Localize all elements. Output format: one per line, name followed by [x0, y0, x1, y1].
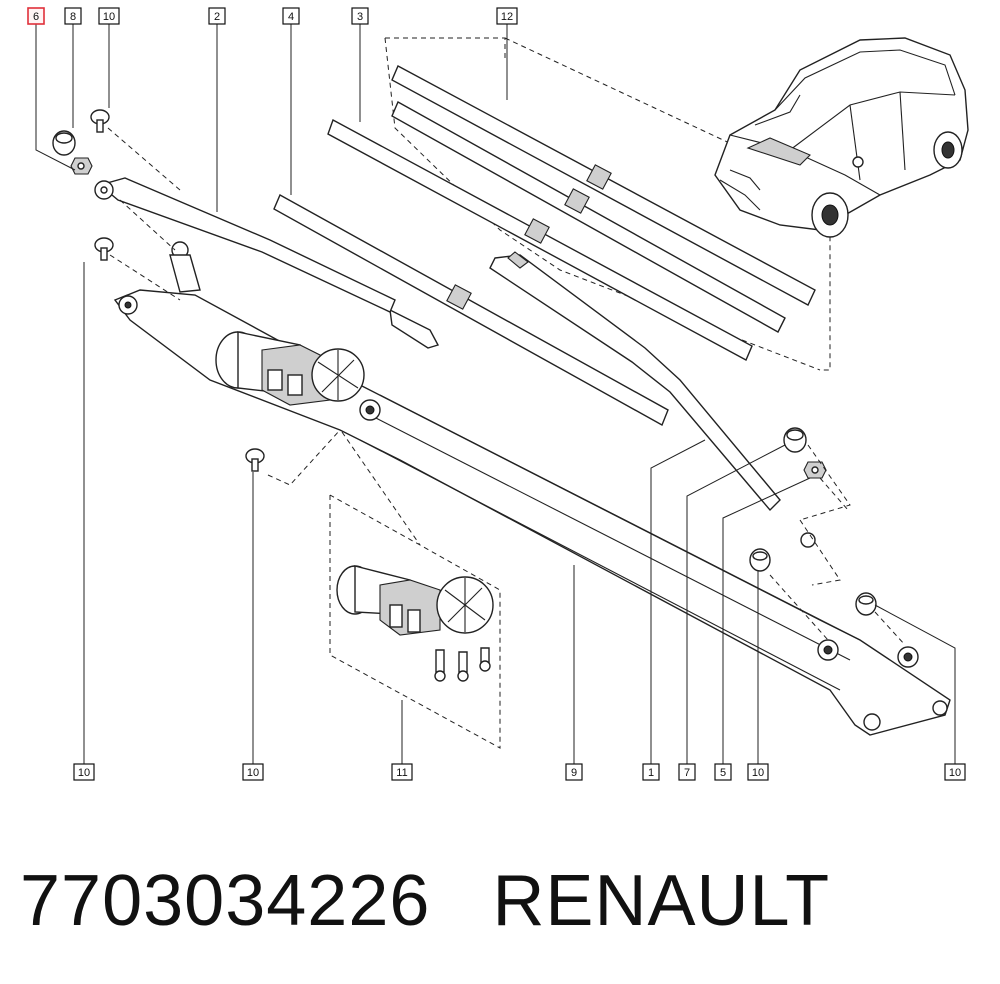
wiper-motor-detail-11: [336, 565, 494, 682]
linkage-frame: [113, 241, 951, 736]
wiper-arm-2: [94, 177, 396, 313]
callout-10-bottom-mid-label: 10: [247, 767, 259, 779]
callout-7: 7: [678, 763, 696, 781]
part-caption: 7703034226 RENAULT: [20, 856, 830, 946]
callout-12: 12: [496, 7, 518, 25]
callout-10-bottom-right: 10: [747, 763, 769, 781]
wiper-blade-4: [273, 194, 669, 426]
callout-5-label: 5: [720, 767, 726, 779]
cap-10-right: [749, 548, 771, 572]
wiper-motor-main: [215, 331, 365, 406]
callout-2: 2: [208, 7, 226, 25]
callout-10-top: 10: [98, 7, 120, 25]
wiper-blade-long-12b: [391, 101, 786, 333]
callout-10-bottom-mid: 10: [242, 763, 264, 781]
callout-7-label: 7: [684, 767, 690, 779]
callout-leaders: [35, 24, 956, 764]
callout-6: 6: [27, 7, 45, 25]
motor-group-outline: [329, 494, 501, 749]
blade-group-outline: [384, 37, 831, 371]
callout-9: 9: [565, 763, 583, 781]
nut-6: [70, 157, 93, 175]
assembly-paths: [107, 127, 906, 646]
callout-2-label: 2: [214, 11, 220, 23]
part-number: 7703034226: [20, 861, 431, 941]
callout-10-bottom-right-label: 10: [752, 767, 764, 779]
nut-cap-8: [52, 130, 76, 156]
callout-11-label: 11: [396, 767, 407, 779]
callout-5: 5: [714, 763, 732, 781]
callout-3: 3: [351, 7, 369, 25]
callout-3-label: 3: [357, 11, 363, 23]
wiper-blade-3: [327, 118, 753, 361]
callout-10-bottom-far-right: 10: [944, 763, 966, 781]
cap-7: [783, 427, 807, 453]
callout-4: 4: [282, 7, 300, 25]
callout-12-label: 12: [501, 11, 513, 23]
car-illustration: [714, 37, 969, 238]
nut-5: [803, 461, 827, 479]
bolt-10-mid: [245, 448, 265, 472]
callout-4-label: 4: [288, 11, 294, 23]
brand-name: RENAULT: [492, 861, 831, 941]
callout-10-bottom-far-right-label: 10: [949, 767, 961, 779]
cap-10-far-right: [855, 592, 877, 616]
bolt-10-left: [94, 237, 114, 261]
callout-10-bottom-left-label: 10: [78, 767, 90, 779]
wiper-blade-long-12: [391, 65, 816, 306]
bolt-10-top: [90, 109, 110, 133]
callout-10-bottom-left: 10: [73, 763, 95, 781]
callout-10-top-label: 10: [103, 11, 115, 23]
callout-6-label: 6: [33, 11, 39, 23]
callout-1-label: 1: [648, 767, 654, 779]
callout-9-label: 9: [571, 767, 577, 779]
motor-screws: [434, 647, 491, 682]
wiper-arm-1: [489, 251, 816, 548]
callout-1: 1: [642, 763, 660, 781]
callout-8: 8: [64, 7, 82, 25]
callout-8-label: 8: [70, 11, 76, 23]
callout-11: 11: [391, 763, 413, 781]
